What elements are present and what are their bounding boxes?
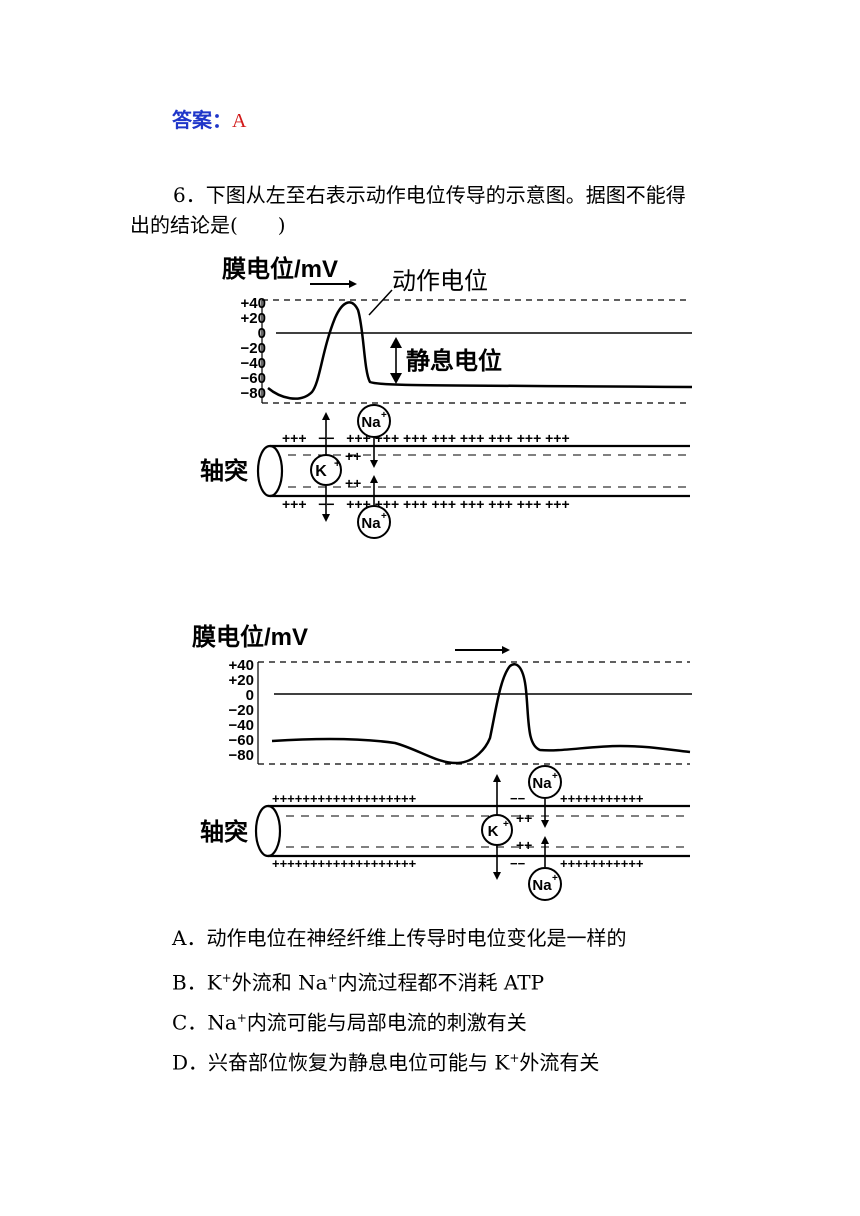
fig2-tick: +20	[229, 672, 254, 689]
question-line-1: 6．下图从左至右表示动作电位传导的示意图。据图不能得	[130, 180, 740, 210]
superscript-plus: +	[221, 971, 232, 985]
fig1-tick: −20	[241, 340, 266, 357]
fig2-charges-outer-top-left: +++++++++++++++++++	[272, 791, 417, 806]
fig1-tick: +20	[241, 310, 266, 327]
fig1-potential-curve	[267, 301, 693, 400]
fig2-tick: −20	[229, 702, 254, 719]
fig2-ticks: +40 +20 0 −20 −40 −60 −80	[229, 657, 254, 764]
option-text: 动作电位在神经纤维上传导时电位变化是一样的	[206, 926, 627, 950]
option-text-pre: 兴奋部位恢复为静息电位可能与 K	[208, 1050, 510, 1075]
fig1-tick: −80	[241, 385, 266, 402]
fig1-charges-inner-top: ++	[345, 448, 361, 464]
figure-2: 膜电位/mV +40 +20 0 −20 −40 −60 −80 轴突 ++++…	[191, 623, 692, 901]
answer-label: 答案：	[172, 108, 232, 132]
fig2-axon-end	[254, 804, 282, 858]
fig1-axon-end	[256, 444, 284, 498]
option-letter: D．	[172, 1050, 209, 1075]
fig2-k-plus: +	[503, 819, 509, 830]
fig2-tick: −80	[229, 747, 254, 764]
option-d: D．兴奋部位恢复为静息电位可能与 K+外流有关	[172, 1044, 599, 1077]
fig2-charges-inner-top: ++	[516, 810, 532, 826]
fig2-tick: +40	[229, 657, 254, 674]
fig2-charges-outer-bottom-left: +++++++++++++++++++	[272, 856, 417, 871]
fig2-ylabel: 膜电位/mV	[191, 623, 308, 651]
fig1-ylabel: 膜电位/mV	[221, 255, 338, 283]
superscript-plus: +	[327, 971, 338, 985]
fig2-k-ion	[481, 814, 513, 846]
fig1-tick: −40	[241, 355, 266, 372]
option-c: C．Na+内流可能与局部电流的刺激有关	[172, 1004, 527, 1037]
fig1-na-ion-top	[357, 404, 391, 438]
question-number: 6．	[173, 183, 206, 207]
fig2-na-label-bottom: Na	[532, 877, 552, 894]
question-stem: 6．下图从左至右表示动作电位传导的示意图。据图不能得 出的结论是( )	[130, 180, 740, 240]
answer-value: A	[232, 110, 247, 132]
question-text-1: 下图从左至右表示动作电位传导的示意图。据图不能得	[205, 183, 686, 207]
fig2-tick: −40	[229, 717, 254, 734]
fig2-axon-label: 轴突	[200, 818, 248, 846]
option-letter: A．	[172, 926, 207, 950]
option-text-pre: K	[206, 970, 222, 995]
fig1-charges-outer-top: +++ −− +++ +++ +++ +++ +++ +++ +++ +++	[282, 430, 570, 446]
fig1-k-plus: +	[334, 458, 340, 470]
fig1-na-label-top: Na	[361, 414, 381, 431]
fig2-na-ion-top	[528, 765, 562, 799]
fig2-na-ion-bottom	[528, 867, 562, 901]
superscript-plus: +	[509, 1051, 520, 1065]
option-text-post: 内流可能与局部电流的刺激有关	[246, 1010, 527, 1035]
option-letter: B．	[172, 970, 207, 995]
fig1-k-label: K	[315, 463, 327, 480]
fig2-charges-inner-bottom: ++	[516, 837, 532, 853]
fig1-axon-label: 轴突	[200, 457, 248, 485]
fig1-na-plus-top: +	[381, 410, 387, 421]
option-a: A．动作电位在神经纤维上传导时电位变化是一样的	[172, 924, 626, 952]
fig1-rest-arrowhead-down	[390, 373, 402, 384]
option-letter: C．	[172, 1010, 208, 1035]
fig1-ap-pointer	[368, 289, 393, 316]
fig1-na-plus-bottom: +	[381, 511, 387, 522]
fig1-rest-arrowhead-up	[390, 337, 402, 348]
fig2-na-plus-bottom: +	[552, 873, 558, 884]
fig2-na-label-top: Na	[532, 775, 552, 792]
option-b: B．K+外流和 Na+内流过程都不消耗 ATP	[172, 964, 544, 997]
fig1-na-label-bottom: Na	[361, 515, 381, 532]
answer: 答案：A	[172, 104, 246, 133]
fig1-k-ion	[310, 454, 342, 486]
fig2-charges-outer-bottom-mid: −−	[510, 856, 526, 871]
option-text-post: 内流过程都不消耗 ATP	[337, 970, 545, 995]
fig2-k-label: K	[488, 823, 499, 840]
fig2-tick: 0	[246, 687, 254, 704]
fig1-tick: +40	[241, 295, 266, 312]
option-text-post: 外流有关	[519, 1050, 600, 1075]
fig2-tick: −60	[229, 732, 254, 749]
fig2-potential-curve	[271, 663, 691, 765]
fig2-na-plus-top: +	[552, 771, 558, 782]
fig1-charges-outer-bottom: +++ −− +++ +++ +++ +++ +++ +++ +++ +++	[282, 496, 570, 512]
fig1-na-ion-bottom	[357, 505, 391, 539]
fig2-charges-outer-bottom-right: +++++++++++	[560, 856, 644, 871]
option-text-mid: 外流和 Na	[231, 970, 328, 995]
fig1-ticks: +40 +20 0 −20 −40 −60 −80	[241, 295, 266, 402]
fig2-charges-outer-top-right: +++++++++++	[560, 791, 644, 806]
superscript-plus: +	[236, 1011, 247, 1025]
fig1-charges-inner-bottom: ++	[345, 475, 361, 491]
fig1-tick: −60	[241, 370, 266, 387]
fig1-annotation-rest: 静息电位	[406, 347, 502, 375]
fig2-charges-outer-top-mid: −−	[510, 791, 526, 806]
option-text-pre: Na	[207, 1010, 237, 1035]
fig1-annotation-ap: 动作电位	[392, 268, 488, 295]
question-line-2: 出的结论是( )	[130, 213, 286, 237]
figure-1: 膜电位/mV 动作电位 +40 +20 0 −20 −40 −60 −80 静息…	[200, 255, 693, 539]
